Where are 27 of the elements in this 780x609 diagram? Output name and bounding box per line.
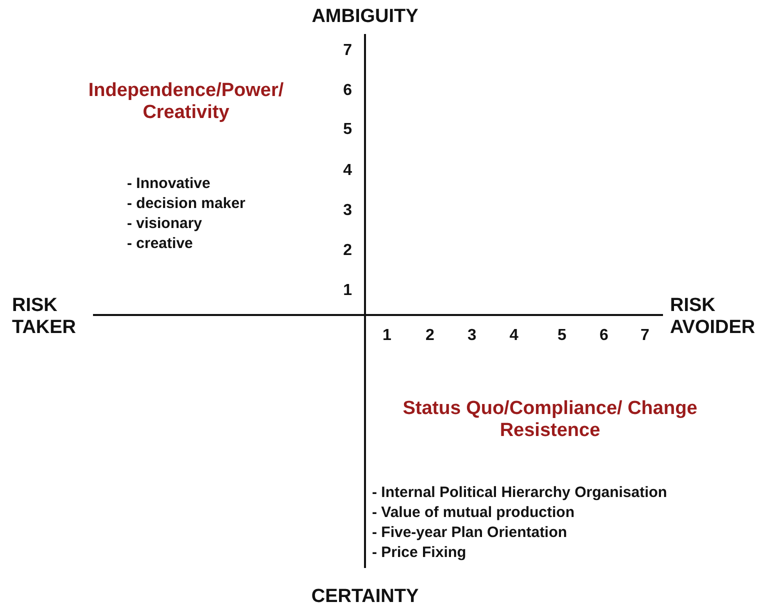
axis-title: CERTAINTY: [311, 586, 419, 608]
tick-label: 6: [343, 82, 352, 100]
tick-label: 6: [600, 327, 608, 346]
quadrant-heading: Status Quo/Compliance/ Change Resistence: [402, 398, 698, 442]
tick-label: 4: [510, 327, 518, 346]
tick-label: 2: [426, 327, 434, 346]
tick-label: 2: [343, 242, 352, 260]
tick-label: 4: [343, 162, 352, 180]
quadrant-heading: Independence/Power/ Creativity: [87, 80, 285, 124]
tick-label: 5: [558, 327, 566, 346]
list-item: - Five-year Plan Orientation: [372, 524, 568, 542]
tick-label: 7: [640, 327, 650, 346]
list-item: - visionary: [127, 215, 202, 232]
tick-label: 3: [343, 202, 352, 220]
tick-label: 5: [343, 121, 352, 140]
axis-title: RISK AVOIDER: [670, 295, 756, 339]
tick-label: 7: [343, 42, 352, 60]
tick-label: 1: [343, 282, 352, 300]
list-item: - creative: [127, 235, 193, 252]
tick-label: 3: [468, 327, 476, 346]
list-item: - Internal Political Hierarchy Organisation: [372, 484, 668, 502]
list-item: - Value of mutual production: [372, 504, 574, 522]
list-item: - Price Fixing: [372, 544, 466, 562]
list-item: - decision maker: [127, 195, 246, 212]
list-item: - Innovative: [127, 175, 210, 192]
axis-title: AMBIGUITY: [312, 6, 418, 28]
tick-label: 1: [382, 327, 392, 346]
